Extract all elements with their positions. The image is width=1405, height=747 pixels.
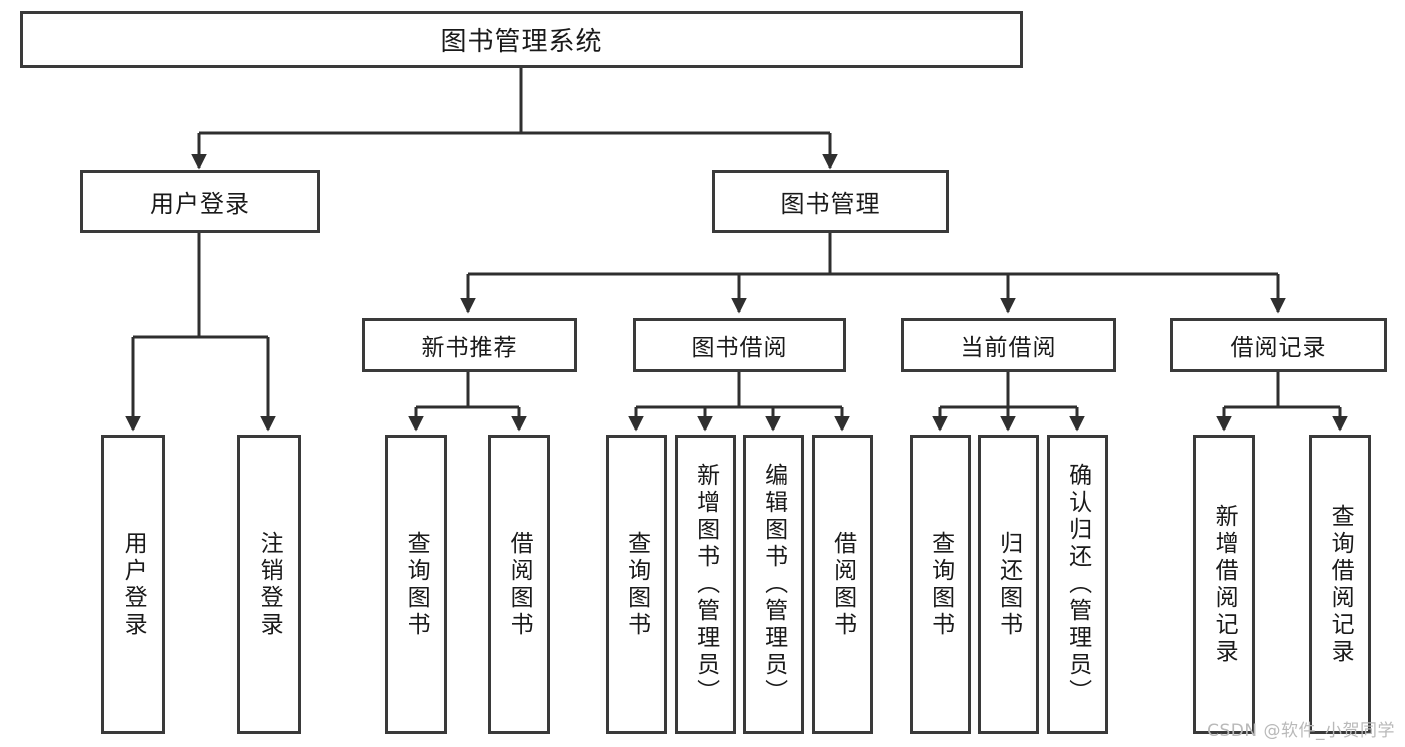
node-leaf-edit-book[interactable]: 编辑图书（管理员）: [743, 435, 804, 734]
node-user-login[interactable]: 用户登录: [80, 170, 320, 233]
csdn-watermark: CSDN @软件_小贺同学: [1207, 721, 1395, 741]
node-leaf-user-logout-label: 注销登录: [256, 530, 283, 639]
node-leaf-borrow-book-2-label: 借阅图书: [829, 530, 856, 639]
node-leaf-query-book-2[interactable]: 查询图书: [606, 435, 667, 734]
node-leaf-user-login-label: 用户登录: [120, 530, 147, 639]
node-leaf-query-record-label: 查询借阅记录: [1327, 503, 1354, 666]
node-leaf-query-record[interactable]: 查询借阅记录: [1309, 435, 1371, 734]
node-leaf-return-book-label: 归还图书: [995, 530, 1022, 639]
node-book-borrow-label: 图书借阅: [691, 335, 788, 361]
node-user-login-label: 用户登录: [150, 190, 250, 218]
node-leaf-user-logout[interactable]: 注销登录: [237, 435, 301, 734]
node-root[interactable]: 图书管理系统: [20, 11, 1023, 68]
node-leaf-query-book-1-label: 查询图书: [403, 530, 430, 639]
node-leaf-query-book-3-label: 查询图书: [927, 530, 954, 639]
node-leaf-query-book-2-label: 查询图书: [623, 530, 650, 639]
node-current-borrow-label: 当前借阅: [960, 335, 1057, 361]
node-leaf-user-login[interactable]: 用户登录: [101, 435, 165, 734]
node-leaf-edit-book-label: 编辑图书（管理员）: [760, 463, 787, 706]
node-book-management[interactable]: 图书管理: [712, 170, 949, 233]
node-leaf-add-book[interactable]: 新增图书（管理员）: [675, 435, 736, 734]
node-leaf-query-book-3[interactable]: 查询图书: [910, 435, 971, 734]
node-leaf-borrow-book-1-label: 借阅图书: [506, 530, 533, 639]
node-new-book-recommend-label: 新书推荐: [421, 335, 518, 361]
node-book-borrow[interactable]: 图书借阅: [633, 318, 846, 372]
node-leaf-borrow-book-2[interactable]: 借阅图书: [812, 435, 873, 734]
node-leaf-add-book-label: 新增图书（管理员）: [692, 463, 719, 706]
node-borrow-record-label: 借阅记录: [1230, 335, 1327, 361]
node-leaf-add-record-label: 新增借阅记录: [1211, 503, 1238, 666]
node-leaf-borrow-book-1[interactable]: 借阅图书: [488, 435, 550, 734]
node-current-borrow[interactable]: 当前借阅: [901, 318, 1116, 372]
node-leaf-confirm-return-label: 确认归还（管理员）: [1064, 463, 1091, 706]
node-root-label: 图书管理系统: [440, 27, 603, 57]
node-leaf-query-book-1[interactable]: 查询图书: [385, 435, 447, 734]
node-book-management-label: 图书管理: [780, 190, 881, 218]
node-leaf-add-record[interactable]: 新增借阅记录: [1193, 435, 1255, 734]
node-leaf-confirm-return[interactable]: 确认归还（管理员）: [1047, 435, 1108, 734]
node-borrow-record[interactable]: 借阅记录: [1170, 318, 1387, 372]
node-new-book-recommend[interactable]: 新书推荐: [362, 318, 577, 372]
node-leaf-return-book[interactable]: 归还图书: [978, 435, 1039, 734]
